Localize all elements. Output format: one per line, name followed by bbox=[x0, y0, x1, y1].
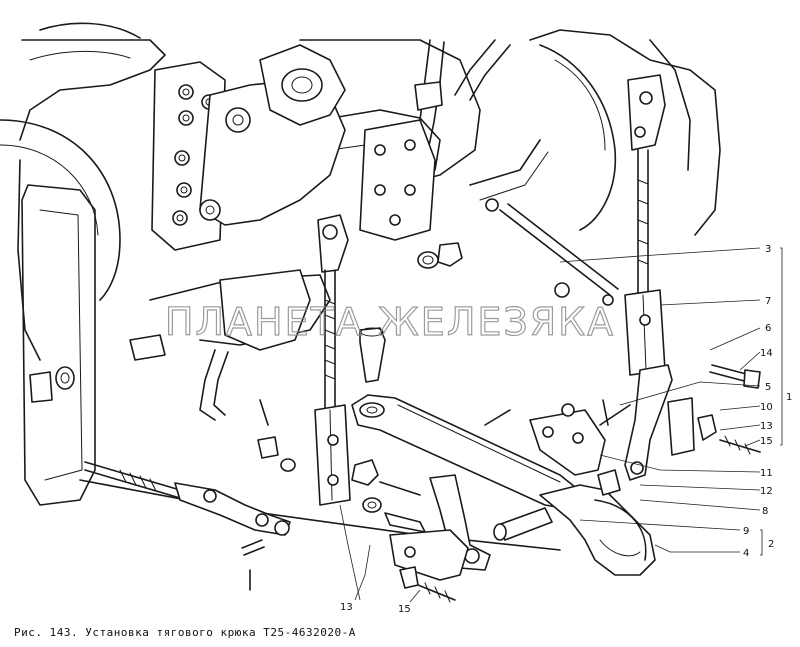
callout-7: 7 bbox=[765, 296, 771, 307]
vertical-pin bbox=[359, 327, 386, 383]
left-lever bbox=[29, 269, 311, 421]
callout-4: 4 bbox=[743, 548, 749, 559]
callout-13: 13 bbox=[760, 421, 773, 432]
callout-6: 6 bbox=[765, 323, 771, 334]
callout-2: 2 bbox=[768, 539, 774, 550]
callout-12: 12 bbox=[760, 486, 773, 497]
mounting-flange bbox=[151, 44, 346, 251]
callout-5: 5 bbox=[765, 382, 771, 393]
callout-15-lower: 15 bbox=[398, 604, 411, 615]
left-lift-rod bbox=[314, 214, 351, 506]
center-bracket bbox=[359, 119, 463, 269]
lower-linkage bbox=[84, 461, 291, 591]
callout-8: 8 bbox=[762, 506, 768, 517]
control-cables bbox=[411, 39, 619, 306]
right-lift-rod bbox=[624, 74, 666, 376]
watermark-text: ПЛАНЕТА ЖЕЛЕЗЯКА bbox=[165, 300, 615, 344]
callout-15: 15 bbox=[760, 436, 773, 447]
callout-9: 9 bbox=[743, 526, 749, 537]
callout-10: 10 bbox=[760, 402, 773, 413]
callout-1: 1 bbox=[786, 392, 792, 403]
callout-11: 11 bbox=[760, 468, 773, 479]
figure-caption: Рис. 143. Установка тягового крюка Т25-4… bbox=[14, 626, 356, 639]
towing-hook bbox=[493, 469, 656, 576]
callout-3: 3 bbox=[765, 244, 771, 255]
callout-14: 14 bbox=[760, 348, 773, 359]
lower-center-parts bbox=[257, 399, 491, 603]
callout-leaders bbox=[339, 247, 783, 603]
callout-13-lower: 13 bbox=[340, 602, 353, 613]
callout-labels: 1 2 3 4 5 6 7 8 9 10 11 12 13 13 14 15 1… bbox=[340, 244, 792, 615]
